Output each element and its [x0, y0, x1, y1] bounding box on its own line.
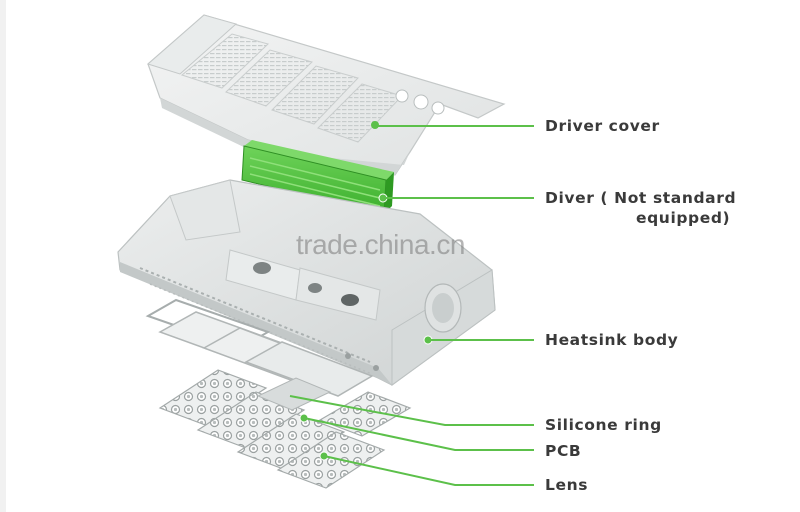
- label-heatsink-body: Heatsink body: [545, 331, 679, 349]
- leader-silicone: [289, 395, 534, 426]
- driver-cover: [146, 14, 506, 176]
- label-driver-cover: Driver cover: [545, 117, 660, 135]
- leader-lines: [289, 125, 534, 486]
- silicone-rings: [145, 298, 374, 401]
- label-silicone-ring: Silicone ring: [545, 416, 662, 434]
- label-lens: Lens: [545, 476, 589, 494]
- watermark-text: trade.china.cn: [296, 229, 465, 260]
- leader-lens: [323, 455, 534, 486]
- heatsink-body: [117, 179, 496, 386]
- label-driver-line2: equipped): [636, 209, 731, 227]
- label-pcb: PCB: [545, 442, 582, 460]
- lens-pcb-modules: [158, 369, 412, 489]
- page-edge: [0, 0, 6, 512]
- driver-module: [241, 140, 394, 215]
- leader-pcb: [303, 417, 534, 451]
- label-driver-line1: Diver ( Not standard: [545, 189, 737, 207]
